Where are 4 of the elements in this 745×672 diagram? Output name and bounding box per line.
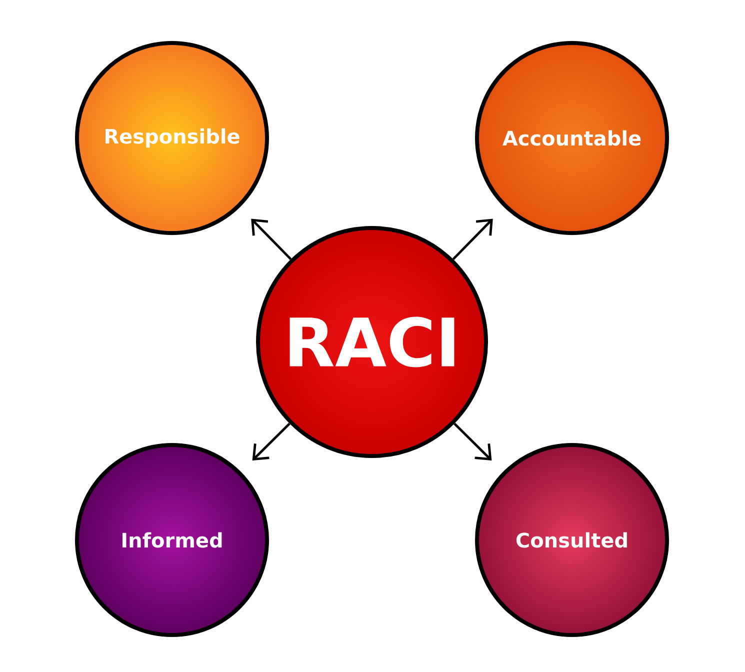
arrow bbox=[251, 218, 292, 260]
arrow bbox=[454, 422, 492, 460]
arrow bbox=[452, 218, 493, 260]
arrow bbox=[252, 422, 290, 460]
